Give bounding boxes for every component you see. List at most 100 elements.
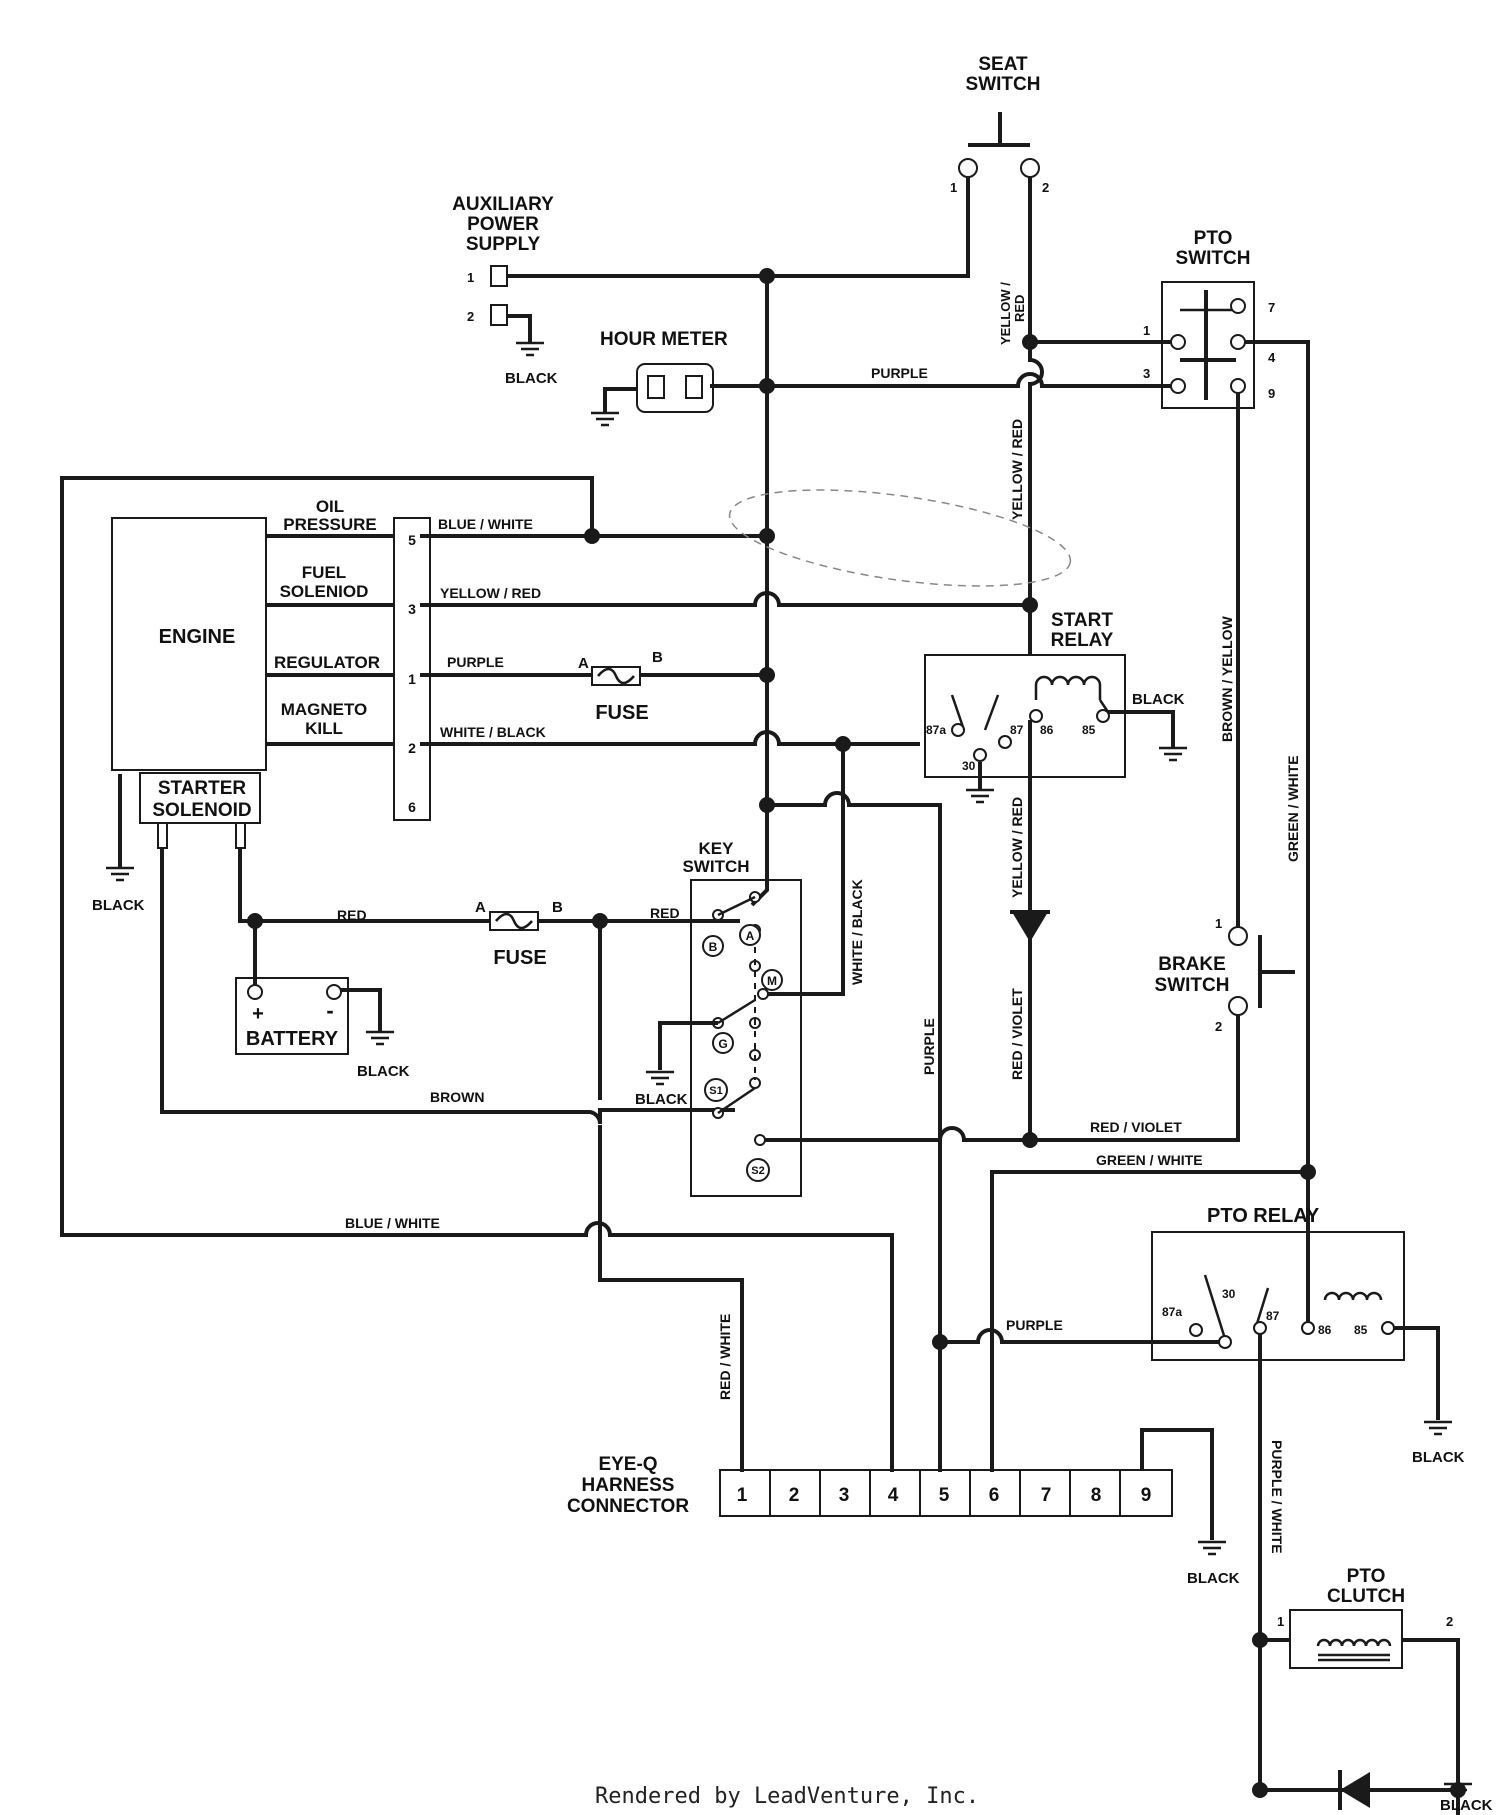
svg-text:KILL: KILL <box>305 719 343 738</box>
svg-text:BLACK: BLACK <box>357 1063 410 1080</box>
red-violet-wire-label: RED / VIOLET <box>1090 1119 1182 1135</box>
svg-text:PTO: PTO <box>1347 1566 1386 1587</box>
svg-text:4: 4 <box>888 1485 899 1506</box>
svg-text:SOLENIOD: SOLENIOD <box>280 582 369 601</box>
svg-text:86: 86 <box>1318 1323 1332 1337</box>
svg-text:6: 6 <box>408 799 416 815</box>
svg-text:B: B <box>652 649 663 666</box>
svg-text:BLACK: BLACK <box>92 897 145 914</box>
svg-text:SEAT: SEAT <box>978 54 1028 75</box>
svg-text:4: 4 <box>1268 350 1276 365</box>
svg-text:SOLENOID: SOLENOID <box>152 800 251 821</box>
brown-wire-label: BROWN <box>430 1089 484 1105</box>
brake-switch: BRAKE SWITCH 1 2 <box>1155 916 1295 1034</box>
svg-text:3: 3 <box>1143 366 1150 381</box>
pto-clutch: PTO CLUTCH 1 2 BLACK <box>1277 1566 1493 1814</box>
svg-text:RED: RED <box>337 907 367 923</box>
purple-wire-label: PURPLE <box>1006 1317 1063 1333</box>
engine-circuit-labels: OIL PRESSURE FUEL SOLENIOD REGULATOR MAG… <box>274 497 546 740</box>
svg-text:CONNECTOR: CONNECTOR <box>567 1496 689 1517</box>
svg-text:FUEL: FUEL <box>302 563 346 582</box>
wires <box>60 168 1460 1815</box>
svg-text:1: 1 <box>1277 1614 1284 1629</box>
blue-white-wire-label: BLUE / WHITE <box>345 1215 440 1231</box>
svg-text:SWITCH: SWITCH <box>1176 248 1251 269</box>
svg-text:AUXILIARY: AUXILIARY <box>452 194 554 215</box>
svg-text:WHITE / BLACK: WHITE / BLACK <box>849 879 865 985</box>
highlight-ellipse <box>728 489 1072 587</box>
svg-text:YELLOW / RED: YELLOW / RED <box>440 585 541 601</box>
svg-text:PTO: PTO <box>1194 228 1233 249</box>
svg-text:MAGNETO: MAGNETO <box>281 700 368 719</box>
svg-text:BLACK: BLACK <box>635 1091 688 1108</box>
svg-text:86: 86 <box>1040 723 1054 737</box>
svg-text:SWITCH: SWITCH <box>1155 975 1230 996</box>
svg-text:POWER: POWER <box>467 214 539 235</box>
auxiliary-power-supply: AUXILIARY POWER SUPPLY 1 2 BLACK <box>452 194 558 387</box>
svg-text:YELLOW / RED: YELLOW / RED <box>1009 419 1025 520</box>
svg-text:RELAY: RELAY <box>1051 630 1114 651</box>
vertical-wire-labels: YELLOW / RED YELLOW / RED YELLOW / RED R… <box>717 282 1301 1554</box>
svg-text:SWITCH: SWITCH <box>966 74 1041 95</box>
svg-text:85: 85 <box>1354 1323 1368 1337</box>
svg-text:BLACK: BLACK <box>1132 691 1185 708</box>
svg-text:2: 2 <box>1446 1614 1453 1629</box>
svg-text:1: 1 <box>737 1485 748 1506</box>
eye-q-harness-connector: 1 2 3 4 5 6 7 8 9 EYE-Q HARNESS CONNECTO… <box>567 1454 1240 1587</box>
svg-text:1: 1 <box>950 180 957 195</box>
svg-text:3: 3 <box>408 601 416 617</box>
svg-text:87: 87 <box>1010 723 1024 737</box>
svg-text:PURPLE: PURPLE <box>871 365 928 381</box>
svg-text:BLACK: BLACK <box>1440 1797 1493 1814</box>
svg-text:WHITE / BLACK: WHITE / BLACK <box>440 724 546 740</box>
svg-text:CLUTCH: CLUTCH <box>1327 1586 1405 1607</box>
svg-text:BLUE / WHITE: BLUE / WHITE <box>438 516 533 532</box>
svg-text:BATTERY: BATTERY <box>246 1028 339 1050</box>
junction-dots <box>247 268 1466 1798</box>
fuse-battery: A B FUSE RED RED <box>337 899 680 969</box>
svg-text:S1: S1 <box>709 1085 722 1097</box>
svg-text:RED / VIOLET: RED / VIOLET <box>1009 988 1025 1080</box>
svg-text:M: M <box>767 974 777 988</box>
svg-text:87: 87 <box>1266 1309 1280 1323</box>
svg-text:7: 7 <box>1041 1485 1052 1506</box>
svg-text:BRAKE: BRAKE <box>1158 954 1226 975</box>
svg-text:2: 2 <box>789 1485 800 1506</box>
svg-text:PURPLE / WHITE: PURPLE / WHITE <box>1269 1440 1285 1554</box>
svg-text:EYE-Q: EYE-Q <box>598 1454 657 1475</box>
svg-text:87a: 87a <box>926 723 946 737</box>
svg-text:9: 9 <box>1268 386 1275 401</box>
svg-text:ENGINE: ENGINE <box>159 626 236 648</box>
svg-text:3: 3 <box>839 1485 850 1506</box>
seat-switch: SEAT SWITCH 1 2 <box>950 54 1049 195</box>
svg-text:9: 9 <box>1141 1485 1152 1506</box>
svg-text:1: 1 <box>467 270 474 285</box>
svg-text:HARNESS: HARNESS <box>582 1475 675 1496</box>
green-white-wire-label: GREEN / WHITE <box>1096 1152 1203 1168</box>
key-switch: KEY SWITCH A B M G S1 S2 BLACK <box>635 839 802 1197</box>
svg-text:6: 6 <box>989 1485 1000 1506</box>
svg-text:5: 5 <box>408 532 416 548</box>
diode <box>1010 910 1050 942</box>
fuse-regulator: A B FUSE <box>578 649 663 724</box>
footer-credit: Rendered by LeadVenture, Inc. <box>595 1784 979 1809</box>
svg-text:YELLOW / RED: YELLOW / RED <box>1009 797 1025 898</box>
svg-text:87a: 87a <box>1162 1305 1182 1319</box>
svg-text:1: 1 <box>1143 323 1150 338</box>
svg-text:YELLOW /: YELLOW / <box>998 282 1013 345</box>
svg-text:KEY: KEY <box>699 839 735 858</box>
svg-text:FUSE: FUSE <box>595 702 648 724</box>
svg-text:GREEN / WHITE: GREEN / WHITE <box>1285 755 1301 862</box>
svg-text:A: A <box>746 929 755 943</box>
svg-text:30: 30 <box>1222 1287 1236 1301</box>
svg-text:BROWN / YELLOW: BROWN / YELLOW <box>1219 615 1235 742</box>
svg-text:BLACK: BLACK <box>505 370 558 387</box>
svg-text:RED: RED <box>650 905 680 921</box>
start-relay: START RELAY 87a 30 87 86 85 BLACK <box>924 610 1189 804</box>
svg-text:HOUR METER: HOUR METER <box>600 329 728 350</box>
svg-text:PURPLE: PURPLE <box>921 1018 937 1075</box>
engine-connector: 5 3 1 2 6 <box>393 517 431 821</box>
svg-text:2: 2 <box>1042 180 1049 195</box>
svg-text:G: G <box>718 1037 727 1051</box>
